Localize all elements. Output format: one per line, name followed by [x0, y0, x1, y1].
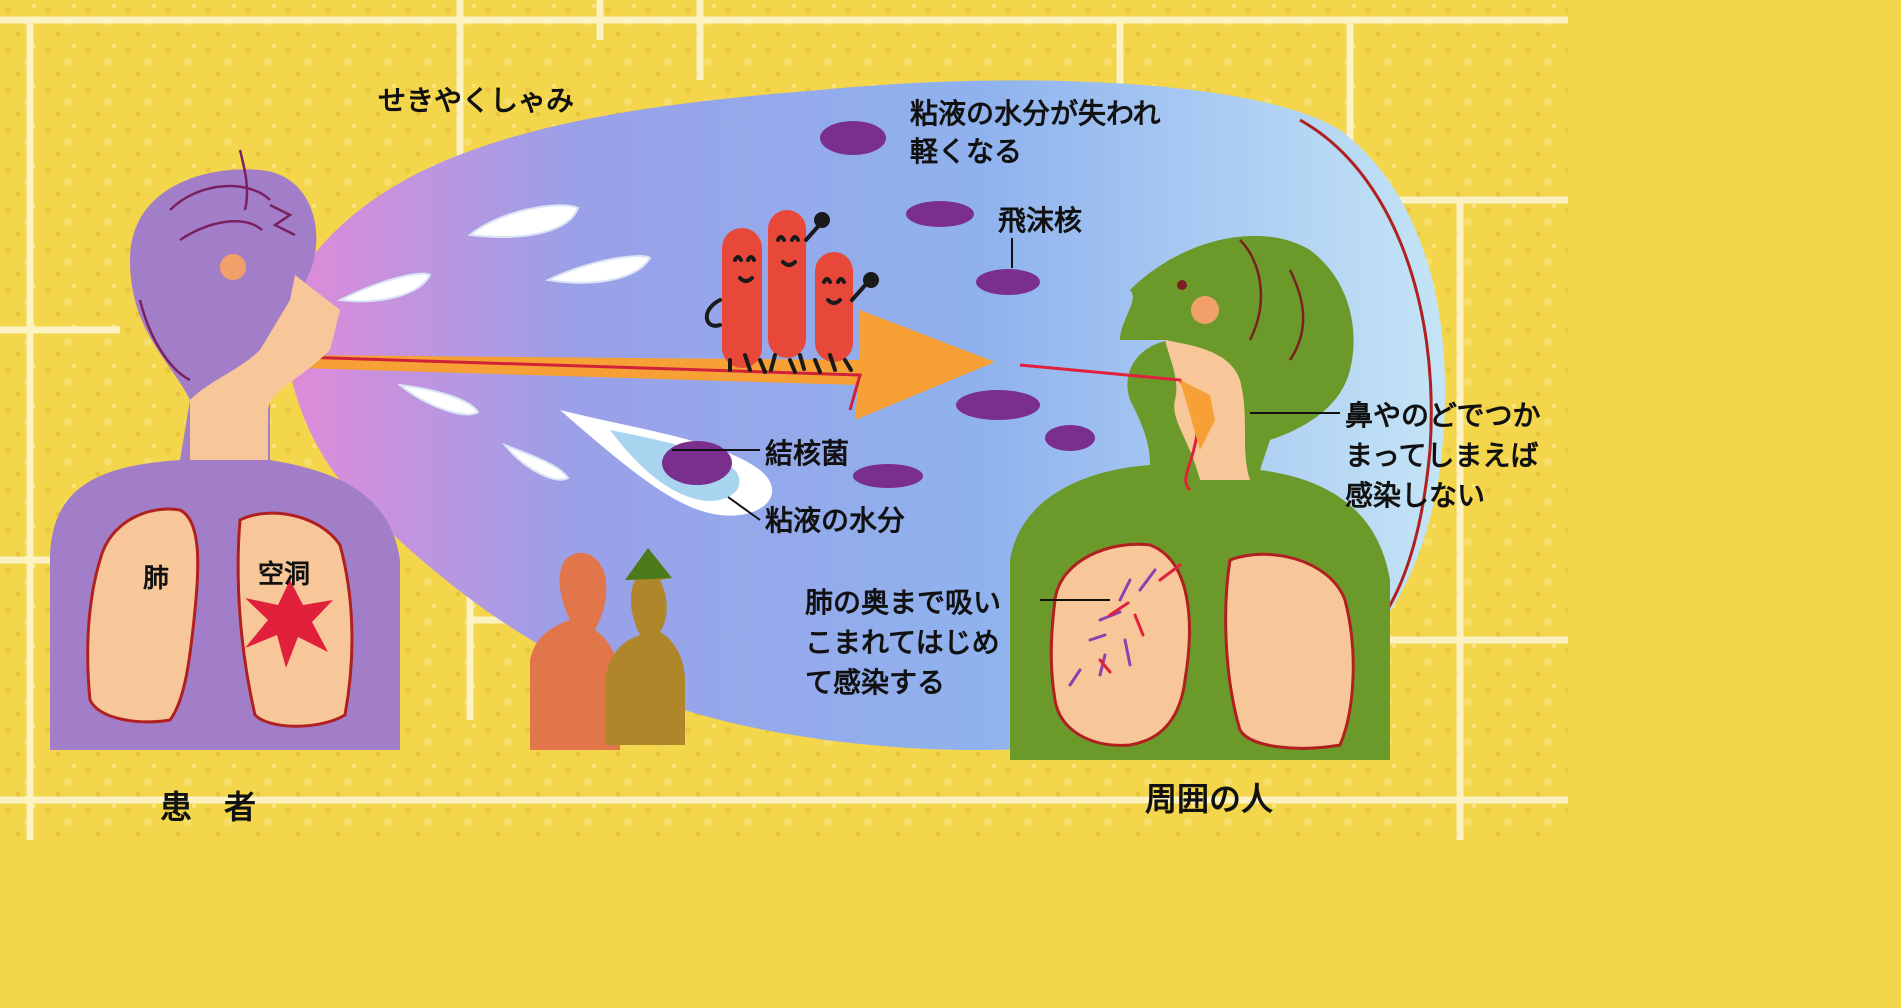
label-surrounding-person: 周囲の人	[1145, 780, 1273, 818]
label-lung: 肺	[143, 564, 169, 594]
mucus-droplets	[336, 204, 652, 481]
transmission-arrow	[290, 310, 995, 420]
nucleus	[956, 390, 1040, 420]
patient-cheek	[220, 254, 246, 280]
droplet	[467, 204, 580, 238]
label-deep-lung-1: 肺の奥まで吸い	[805, 586, 1001, 619]
label-droplet-nuclei: 飛沫核	[998, 204, 1082, 237]
droplet	[544, 255, 652, 284]
cavity-burst	[245, 580, 333, 668]
nucleus	[1045, 425, 1095, 451]
label-mucus-loss-2: 軽くなる	[910, 135, 1022, 168]
droplet-nuclei	[820, 121, 1095, 488]
droplet	[336, 272, 432, 303]
inhalation-arrow	[1180, 380, 1215, 450]
label-deep-lung-2: こまれてはじめ	[805, 626, 1000, 659]
patient-figure	[50, 149, 400, 750]
patient-lung-left	[86, 507, 200, 724]
label-cough-sneeze: せきやくしゃみ	[378, 84, 574, 117]
label-cavity: 空洞	[258, 559, 310, 590]
label-nose-throat-3: 感染しない	[1345, 479, 1485, 512]
diagram-canvas: 患 者 周囲の人 せきやくしゃみ 粘液の水分が失われ 軽くなる 飛沫核 結核菌 …	[0, 0, 1568, 840]
person-lung-right	[1224, 552, 1355, 750]
cloud-outline	[1299, 118, 1433, 642]
label-nose-throat-2: まってしまえば	[1345, 439, 1538, 472]
nucleus	[906, 201, 974, 227]
bystander	[530, 552, 620, 750]
arrow-red-line	[299, 355, 862, 411]
droplet	[501, 442, 570, 481]
leader-lines	[672, 238, 1340, 601]
bacteria-characters	[704, 210, 879, 374]
label-nose-throat-1: 鼻やのどでつか	[1345, 399, 1540, 432]
droplet	[396, 383, 480, 416]
person-eye	[1177, 280, 1187, 290]
bystander	[605, 548, 685, 745]
bacteria-character	[815, 252, 853, 362]
person-lung-left	[1049, 542, 1191, 747]
label-deep-lung-3: て感染する	[805, 666, 945, 699]
bystander-hat	[625, 548, 672, 580]
label-mucus-loss-1: 粘液の水分が失われ	[910, 97, 1161, 130]
bacteria-character	[722, 228, 762, 368]
label-tb-bacteria: 結核菌	[765, 437, 849, 470]
patient-throat	[190, 275, 340, 460]
tb-bacterium-nucleus	[662, 441, 732, 485]
nucleus	[820, 121, 886, 155]
person-cheek	[1191, 296, 1219, 324]
nucleus	[976, 269, 1040, 295]
nucleus	[853, 464, 923, 488]
label-mucus-moisture: 粘液の水分	[765, 504, 905, 537]
surrounding-person-figure	[1010, 235, 1390, 760]
tb-infection-diagram: 患 者 周囲の人 せきやくしゃみ 粘液の水分が失われ 軽くなる 飛沫核 結核菌 …	[0, 0, 1568, 840]
bystanders	[530, 548, 685, 750]
label-patient: 患 者	[160, 788, 256, 826]
bacteria-character	[768, 210, 806, 358]
background-wall-lines	[0, 0, 1568, 840]
